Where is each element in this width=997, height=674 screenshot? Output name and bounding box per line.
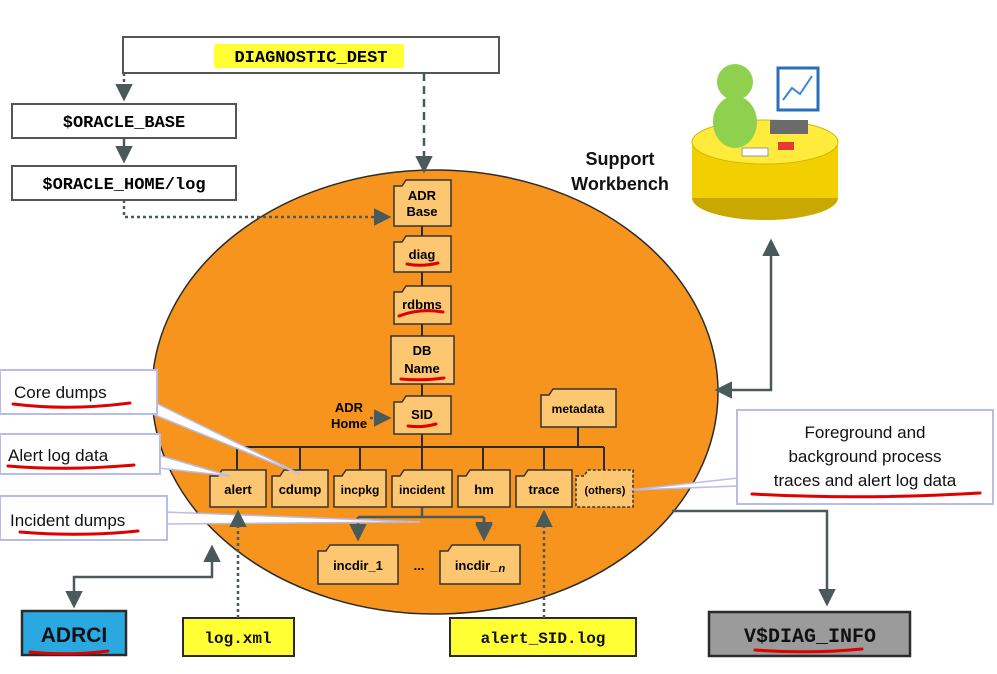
folder-incdir-n: incdir_n (439, 544, 521, 585)
folder-db-name: DB Name (390, 335, 455, 385)
svg-text:traces and alert log data: traces and alert log data (774, 471, 957, 490)
svg-text:Base: Base (406, 204, 437, 219)
red-underline-vdiag (753, 647, 864, 654)
adr-home-label: ADR Home (331, 400, 367, 431)
folder-sid: SID (393, 395, 452, 435)
svg-text:incident: incident (399, 483, 445, 497)
callout-alert-log-data: Alert log data (0, 433, 231, 477)
svg-text:Support: Support (586, 149, 655, 169)
svg-text:Workbench: Workbench (571, 174, 669, 194)
diagnostic-dest-label: DIAGNOSTIC_DEST (234, 49, 387, 68)
svg-text:ADR: ADR (408, 188, 437, 203)
oracle-base-label: $ORACLE_BASE (63, 114, 185, 133)
svg-text:alert: alert (224, 482, 252, 497)
alert-log-data-label: Alert log data (8, 446, 109, 465)
person-head (717, 64, 753, 100)
folder-adr-base: ADR Base (393, 179, 452, 227)
support-workbench-label: Support Workbench (571, 149, 669, 194)
svg-text:(others): (others) (585, 485, 626, 497)
folder-hm: hm (457, 469, 511, 508)
red-underline-adrci (28, 649, 110, 656)
person-body (713, 96, 757, 148)
red-underline-incident-dumps (18, 529, 140, 536)
red-folder (778, 142, 794, 150)
folder-trace: trace (515, 469, 573, 508)
red-underline-sid (406, 422, 438, 429)
svg-text:SID: SID (411, 407, 433, 422)
svg-text:background process: background process (788, 447, 941, 466)
adrci-to-adr-link (65, 544, 221, 609)
workbench-illustration (691, 64, 839, 220)
folder-incident: incident (391, 469, 453, 508)
red-underline-traces (750, 491, 982, 499)
svg-text:hm: hm (474, 482, 494, 497)
red-underline-diag (405, 261, 440, 267)
tree-connectors (236, 226, 605, 470)
oracle-base-box: $ORACLE_BASE (11, 103, 237, 139)
red-underline-name (399, 376, 446, 382)
adrci-box: ADRCI (20, 609, 128, 657)
svg-text:Foreground and: Foreground and (805, 423, 926, 442)
oracle-home-log-box: $ORACLE_HOME/log (11, 165, 237, 201)
diagnostic-dest-box: DIAGNOSTIC_DEST (122, 36, 500, 74)
red-underline-rdbms (397, 309, 445, 318)
log-xml-box: log.xml (182, 617, 295, 657)
svg-text:cdump: cdump (279, 482, 322, 497)
red-underline-alert-log (6, 463, 136, 470)
svg-text:incdir_1: incdir_1 (333, 558, 383, 573)
folder-alert: alert (209, 469, 267, 508)
folder-diag: diag (393, 235, 452, 273)
callout-core-dumps: Core dumps (0, 369, 301, 475)
svg-text:rdbms: rdbms (402, 297, 442, 312)
incident-to-incdir-connector (356, 507, 484, 536)
core-dumps-label: Core dumps (14, 383, 107, 402)
alert-sid-log-label: alert_SID.log (481, 630, 606, 648)
vdiag-info-label: V$DIAG_INFO (744, 626, 876, 649)
svg-text:incpkg: incpkg (341, 483, 380, 497)
log-xml-label: log.xml (204, 630, 271, 648)
svg-text:Home: Home (331, 416, 367, 431)
svg-text:DB: DB (413, 343, 432, 358)
svg-text:trace: trace (528, 482, 559, 497)
workbench-link (714, 238, 780, 399)
folder-incpkg: incpkg (333, 469, 387, 508)
callout-incident-dumps: Incident dumps (0, 495, 421, 541)
monitor (776, 66, 820, 112)
svg-text:diag: diag (409, 247, 436, 262)
svg-text:ADR: ADR (335, 400, 364, 415)
svg-text:Name: Name (404, 361, 439, 376)
callout-traces: Foreground and background process traces… (629, 409, 994, 505)
folder-incdir-1: incdir_1 (317, 544, 399, 585)
svg-text:metadata: metadata (552, 402, 605, 416)
oracle-home-log-label: $ORACLE_HOME/log (42, 176, 205, 195)
folder-rdbms: rdbms (393, 285, 452, 325)
incdir-n-suffix: n (498, 563, 505, 575)
folder-cdump: cdump (271, 469, 329, 508)
oracle-home-to-adr-base-connector (122, 200, 392, 226)
incdir-n-base: incdir_ (455, 558, 498, 573)
incdir-ellipsis: ... (414, 558, 425, 573)
adrci-label: ADRCI (41, 624, 108, 647)
adr-to-vdiag-info-link (672, 509, 836, 607)
alert-sid-log-box: alert_SID.log (449, 617, 637, 657)
folder-metadata: metadata (540, 388, 617, 428)
svg-text:incdir_n: incdir_n (455, 558, 506, 575)
incident-dumps-label: Incident dumps (10, 511, 125, 530)
folder-others: (others) (575, 469, 634, 508)
vdiag-info-box: V$DIAG_INFO (707, 610, 912, 658)
red-underline-core-dumps (11, 401, 132, 409)
